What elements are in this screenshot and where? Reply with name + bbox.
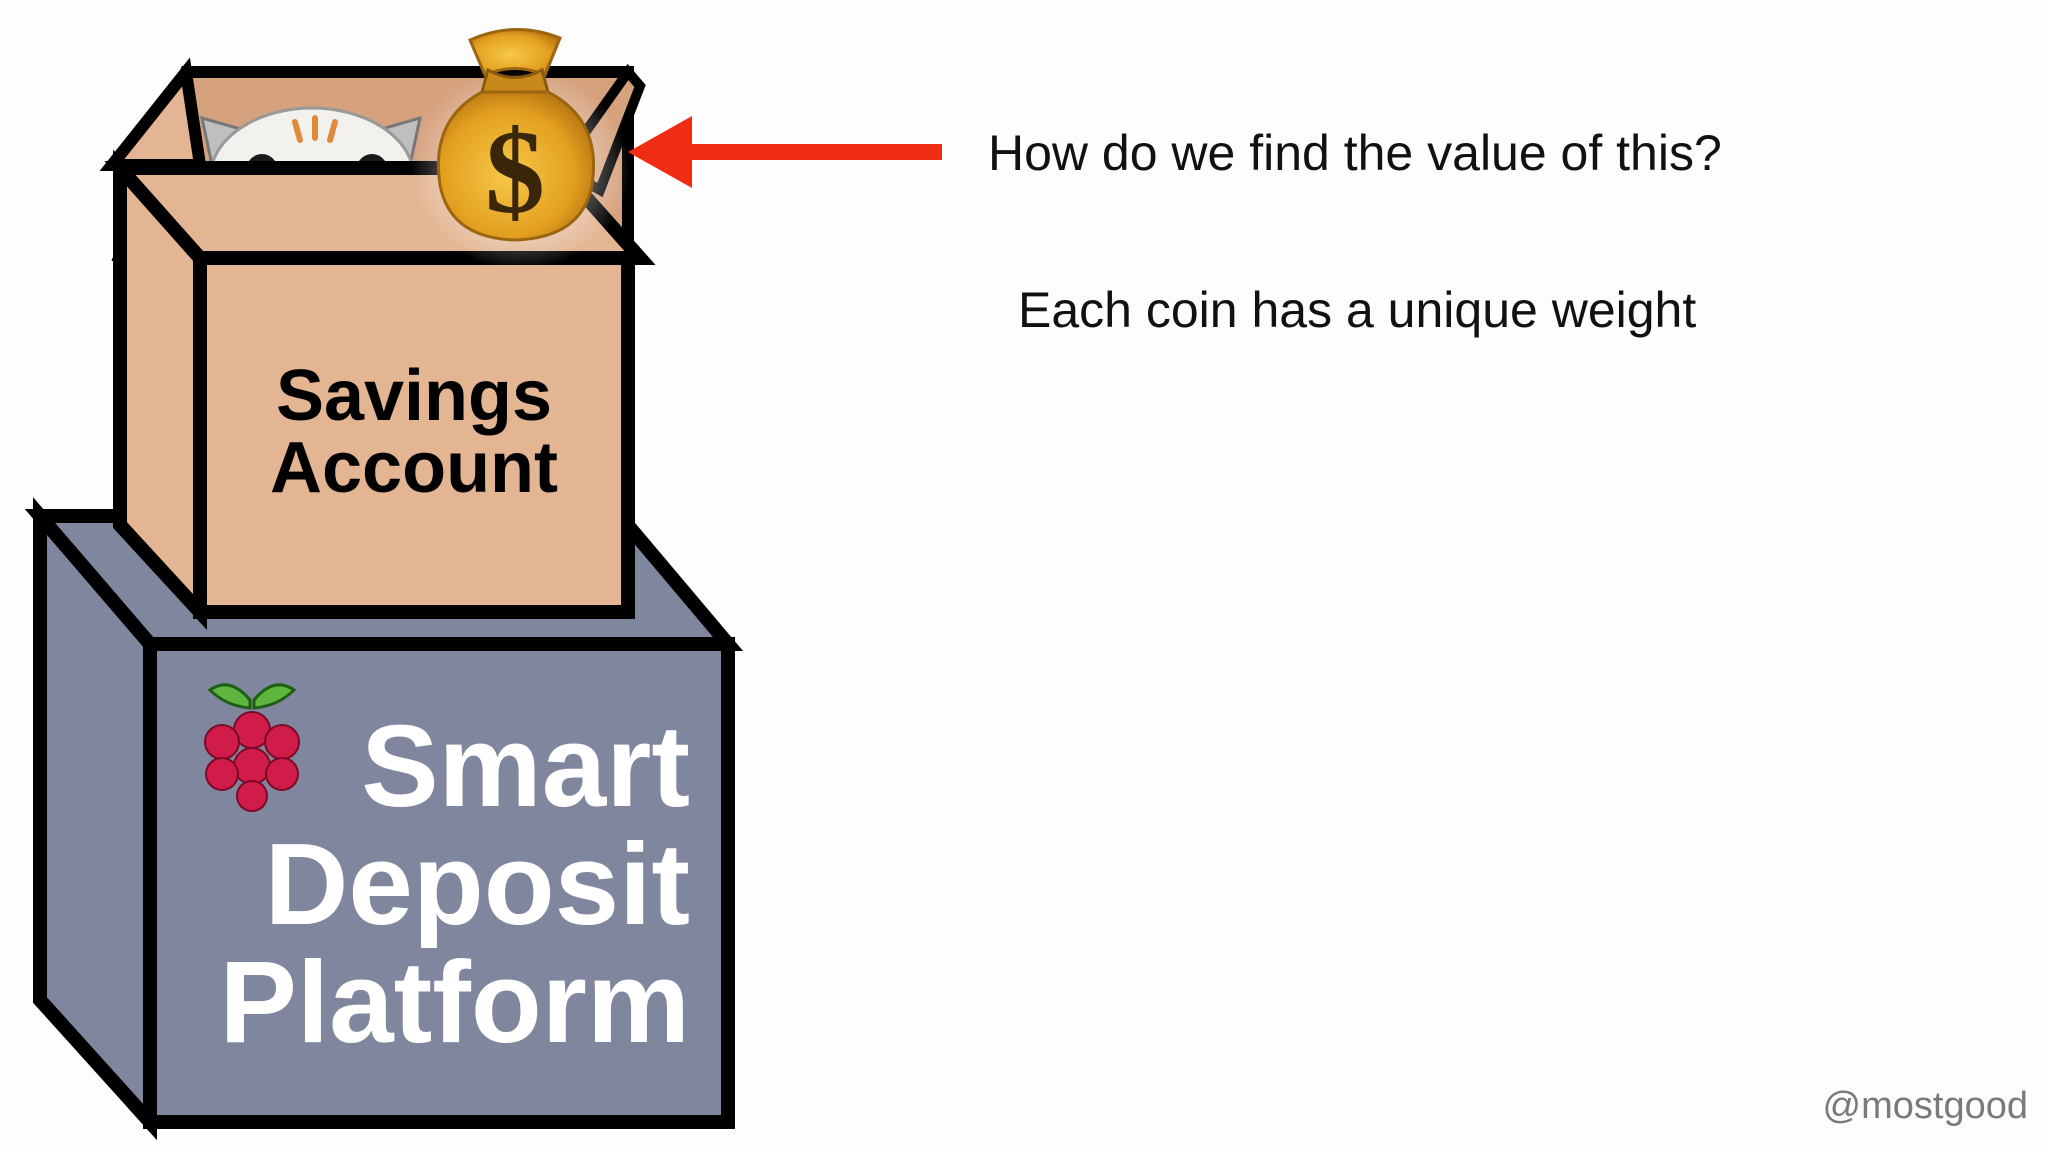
savings-box-front — [193, 251, 635, 619]
platform-label-line2: Deposit — [265, 819, 690, 949]
money-bag-symbol: $ — [485, 105, 545, 238]
money-bag-icon: $ — [410, 28, 630, 270]
author-credit: @mostgood — [1822, 1085, 2028, 1127]
platform-label-line1: Smart — [361, 701, 690, 831]
savings-box-flap-left — [99, 57, 207, 171]
platform-label-line3: Platform — [219, 937, 690, 1067]
savings-label-line2: Account — [270, 428, 558, 508]
note-text: Each coin has a unique weight — [1018, 282, 1697, 338]
savings-label-line1: Savings — [276, 356, 552, 436]
raspberry-pi-icon — [204, 683, 300, 812]
arrow-icon — [628, 116, 942, 188]
question-text: How do we find the value of this? — [988, 125, 1722, 181]
